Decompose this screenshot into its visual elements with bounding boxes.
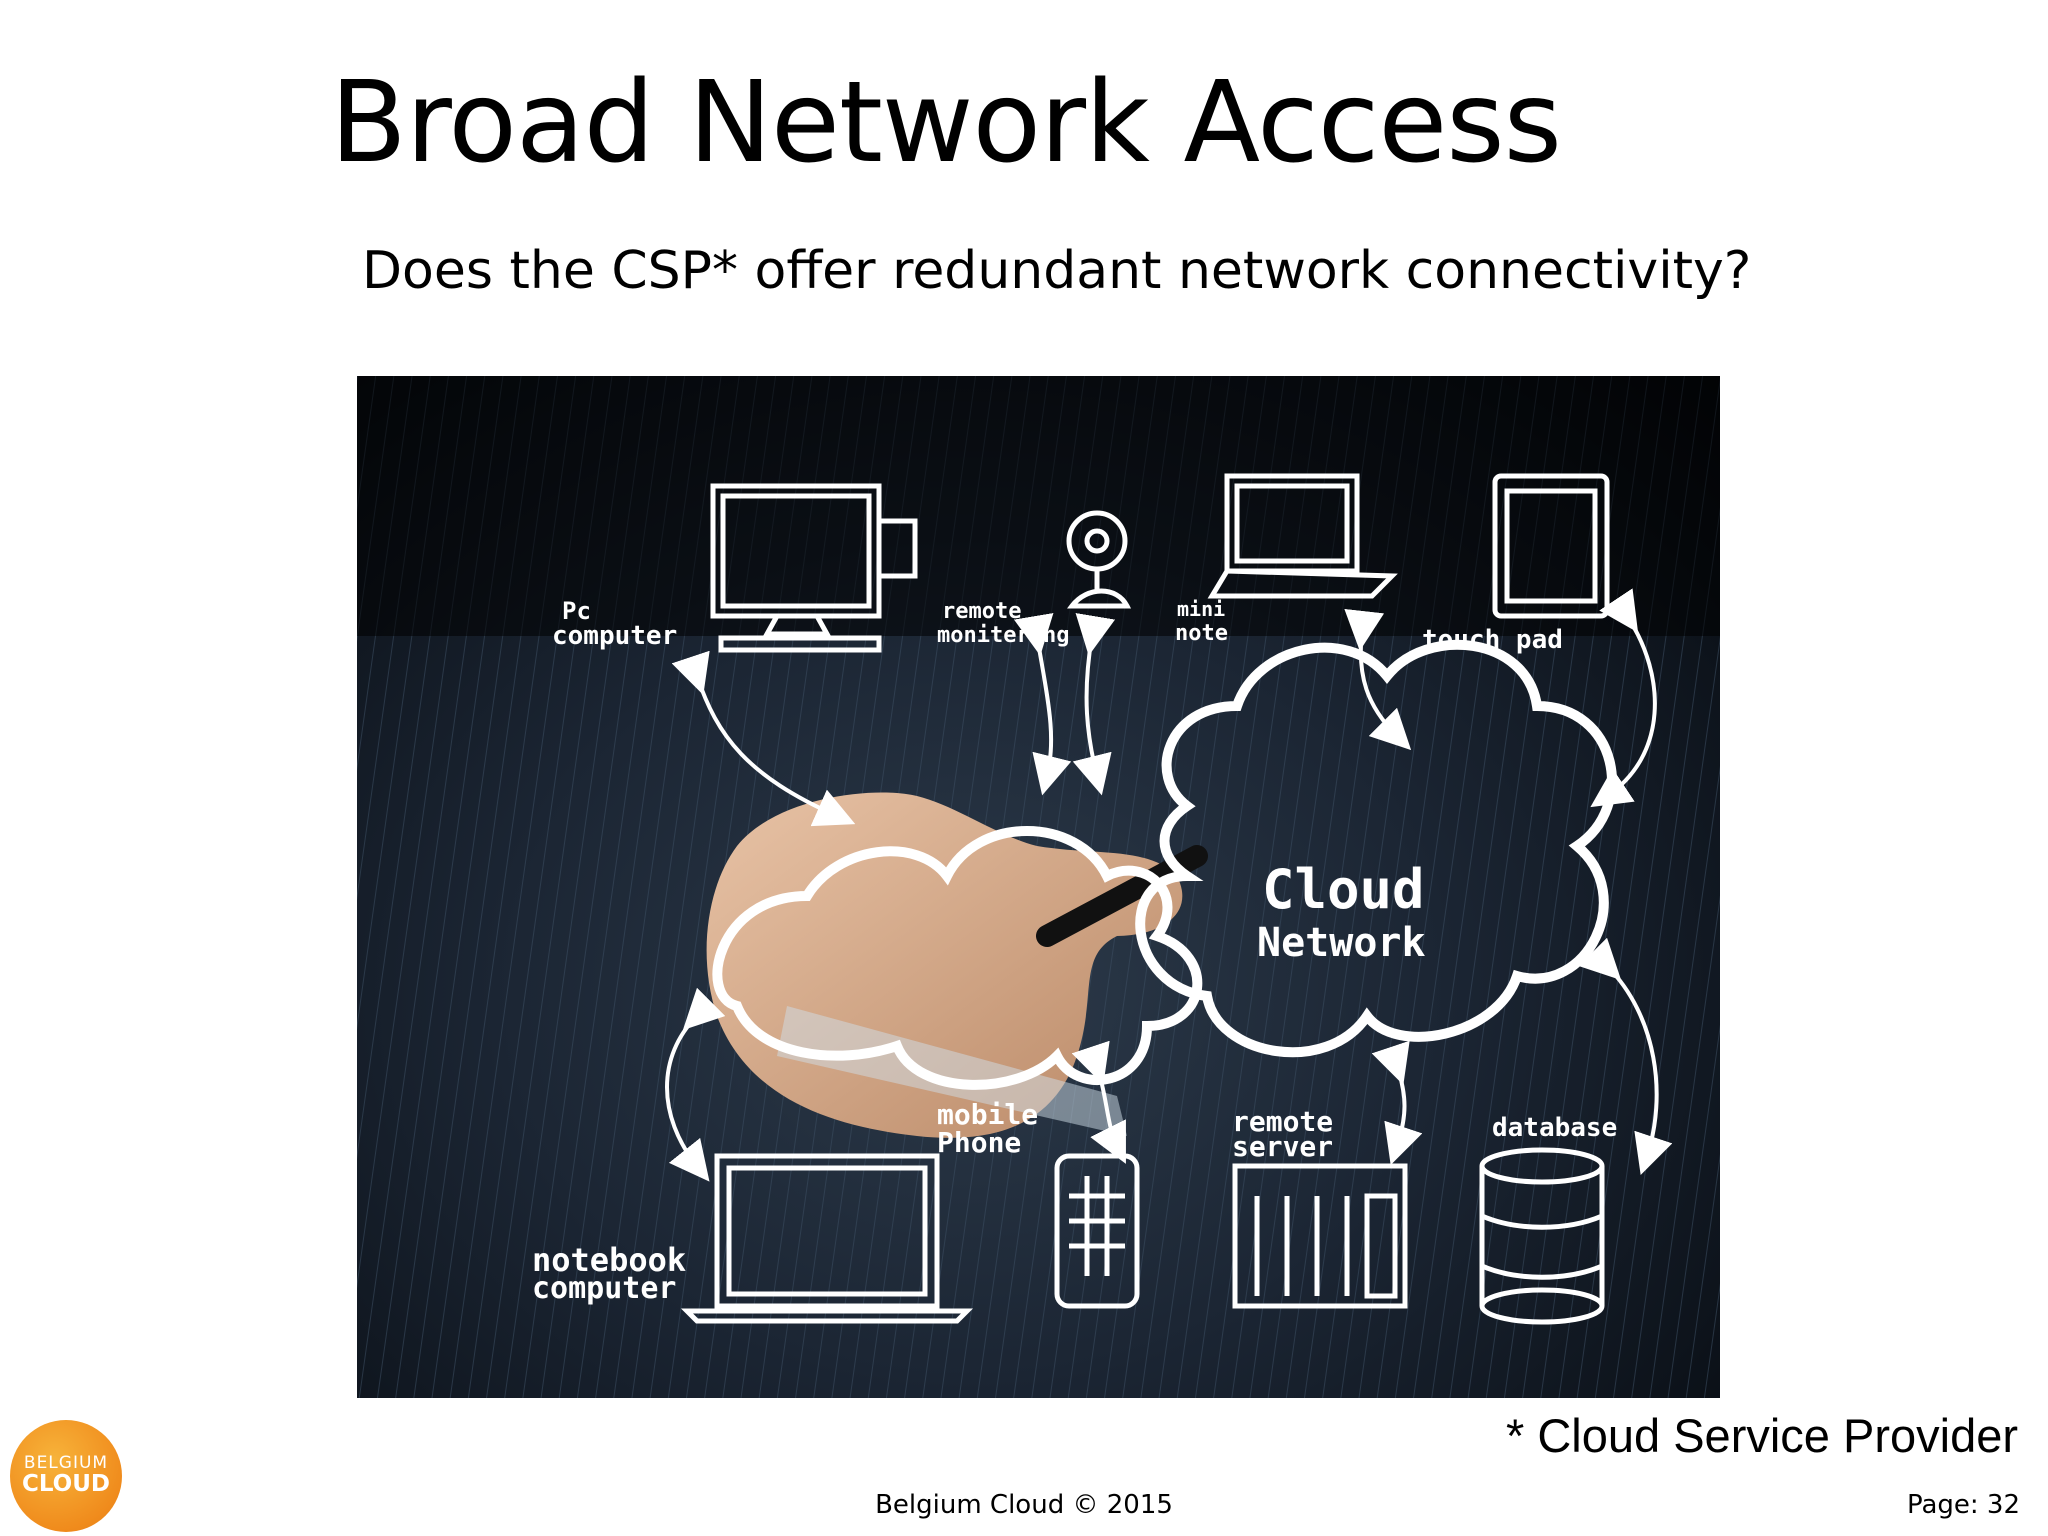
pc-computer-icon: [710, 483, 918, 653]
cloud-label-2: Network: [1257, 920, 1426, 966]
mobile-phone-label-1: mobile: [937, 1098, 1038, 1131]
touch-pad-label: touch pad: [1422, 625, 1563, 655]
remote-monitoring-label-1: remote: [942, 599, 1021, 624]
mini-note-label-1: mini: [1177, 597, 1225, 621]
database-icon: [1479, 1147, 1605, 1325]
belgium-cloud-logo: BELGIUM CLOUD: [10, 1420, 122, 1532]
webcam-icon: [1066, 510, 1132, 609]
remote-monitoring-label-2: monitering: [937, 623, 1069, 648]
footnote: * Cloud Service Provider: [1506, 1409, 2018, 1462]
connection-arrows: [665, 588, 1673, 1182]
footer-copyright: Belgium Cloud © 2015: [875, 1490, 1173, 1520]
pc-label-1: Pc: [562, 597, 591, 625]
large-cloud-shape: [1135, 639, 1617, 1058]
logo-line-1: BELGIUM: [23, 1452, 109, 1473]
cloud-label-1: Cloud: [1262, 858, 1425, 921]
remote-server-icon: [1232, 1163, 1408, 1309]
pc-label-2: computer: [552, 621, 677, 651]
notebook-label-1: notebook: [532, 1241, 686, 1279]
slide-title: Broad Network Access: [330, 58, 1562, 188]
slide-subtitle: Does the CSP* offer redundant network co…: [362, 241, 1752, 301]
touch-pad-icon: [1492, 473, 1610, 619]
mobile-phone-label-2: Phone: [937, 1126, 1021, 1159]
mini-note-icon: [1207, 473, 1398, 599]
remote-server-label-1: remote: [1232, 1105, 1333, 1138]
page-number: Page: 32: [1906, 1490, 2020, 1520]
notebook-label-2: computer: [532, 1271, 677, 1306]
database-label: database: [1492, 1113, 1617, 1143]
logo-line-2: CLOUD: [21, 1470, 111, 1497]
cloud-network-diagram: Cloud Network Pc computer remote moniter…: [357, 376, 1720, 1398]
small-cloud-shape: [712, 826, 1203, 1090]
notebook-computer-icon: [680, 1153, 974, 1324]
mini-note-label-2: note: [1175, 621, 1228, 646]
cloud-network-photo: Cloud Network Pc computer remote moniter…: [357, 376, 1720, 1398]
remote-server-label-2: server: [1232, 1130, 1333, 1163]
